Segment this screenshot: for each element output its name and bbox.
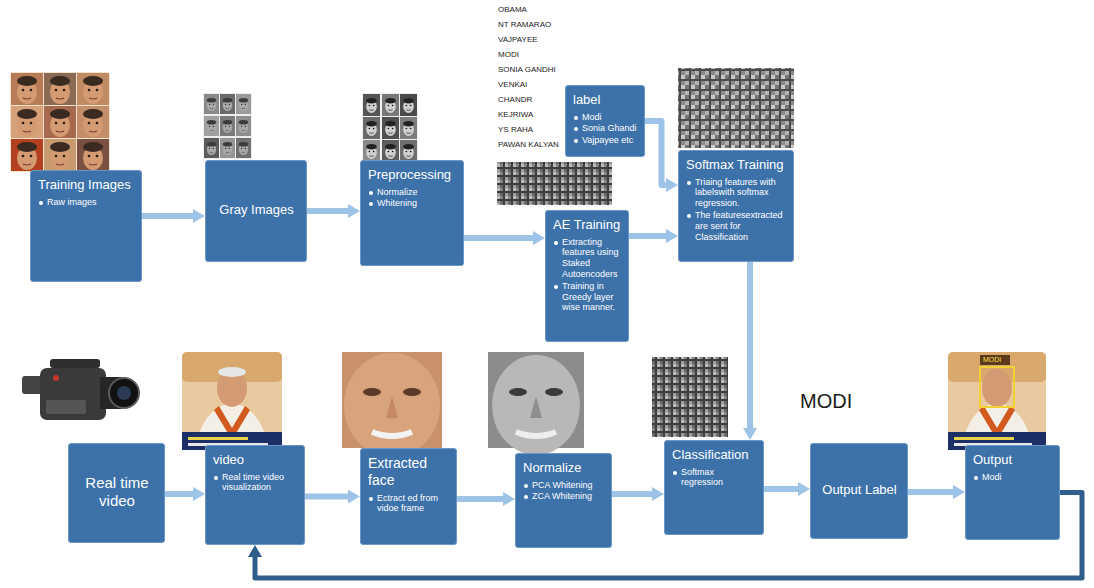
process-box: AE TrainingExtracting features using Sta… xyxy=(545,210,629,342)
bullet-text: Training in Greedy layer wise manner. xyxy=(553,281,622,313)
flow-arrow xyxy=(629,233,666,239)
flow-arrow xyxy=(165,491,193,497)
process-box: Gray Images xyxy=(205,160,307,262)
process-box: Softmax TrainingTriaing features with la… xyxy=(678,150,794,262)
flow-arrow xyxy=(307,208,348,214)
box-title: Gray Images xyxy=(219,202,293,218)
box-title: Real time video xyxy=(76,474,158,510)
bullet-text: Triaing features with labelswith softmax… xyxy=(686,177,787,209)
bullet-text: The featuresextracted are sent for Class… xyxy=(686,210,787,242)
process-box: PreprocessingNormalizeWhitening xyxy=(360,160,464,266)
name-label: PAWAN KALYAN xyxy=(498,141,559,150)
box-title: Classification xyxy=(672,447,757,463)
flow-arrow xyxy=(464,235,533,241)
bullet-text: Modi xyxy=(573,112,638,123)
name-label: YS RAHA xyxy=(498,126,533,135)
bullet-text: ZCA Whitening xyxy=(523,491,605,502)
bullet-text: Sonia Ghandi xyxy=(573,123,638,134)
process-box: NormalizePCA WhiteningZCA Whitening xyxy=(515,453,612,548)
process-box: labelModiSonia GhandiVajpayee etc xyxy=(565,85,645,157)
flow-arrow xyxy=(645,121,666,185)
box-title: Preprocessing xyxy=(368,167,457,183)
box-title: Output xyxy=(973,452,1053,468)
bullet-text: PCA Whitening xyxy=(523,480,605,491)
flow-arrow xyxy=(305,494,348,500)
name-label: NT RAMARAO xyxy=(498,21,551,30)
box-title: Extracted face xyxy=(368,455,450,489)
box-title: label xyxy=(573,92,638,108)
name-label: MODI xyxy=(498,51,519,60)
box-title: video xyxy=(213,452,298,468)
box-title: Training Images xyxy=(38,177,135,193)
name-label: CHANDR xyxy=(498,96,532,105)
bullet-text: Modi xyxy=(973,472,1053,483)
flow-arrow xyxy=(142,213,193,219)
bullet-text: Vajpayee etc xyxy=(573,135,638,146)
flow-arrow xyxy=(457,496,503,502)
process-box: Real time video xyxy=(68,443,165,543)
bullet-text: Real time video visualization xyxy=(213,472,298,494)
bullet-text: Whitening xyxy=(368,198,457,209)
name-label: VAJPAYEE xyxy=(498,36,538,45)
bullet-text: Raw images xyxy=(38,197,135,208)
overlay-tag: MODI xyxy=(983,356,1001,364)
bullet-text: Softmax regression xyxy=(672,467,757,489)
process-box: OutputModi xyxy=(965,445,1060,540)
name-label: KEJRIWA xyxy=(498,111,533,120)
output-text: MODI xyxy=(800,390,852,412)
box-title: Normalize xyxy=(523,460,605,476)
bullet-text: Normalize xyxy=(368,187,457,198)
flow-arrow xyxy=(764,486,798,492)
box-title: Softmax Training xyxy=(686,157,787,173)
flow-arrow xyxy=(747,262,753,428)
bullet-text: Extracting features using Staked Autoenc… xyxy=(553,237,622,280)
name-label: SONIA GANDHI xyxy=(498,66,556,75)
process-box: Output Label xyxy=(810,443,908,539)
process-box: Training ImagesRaw images xyxy=(30,170,142,282)
process-box: videoReal time video visualization xyxy=(205,445,305,545)
bullet-text: Ectract ed from vidoe frame xyxy=(368,493,450,515)
name-label: OBAMA xyxy=(498,6,527,15)
flow-arrow xyxy=(908,489,953,495)
box-title: Output Label xyxy=(822,482,896,498)
process-box: Extracted faceEctract ed from vidoe fram… xyxy=(360,448,457,545)
flow-arrow xyxy=(612,491,652,497)
process-box: ClassificationSoftmax regression xyxy=(664,440,764,535)
box-title: AE Training xyxy=(553,217,622,233)
name-label: VENKAI xyxy=(498,81,527,90)
